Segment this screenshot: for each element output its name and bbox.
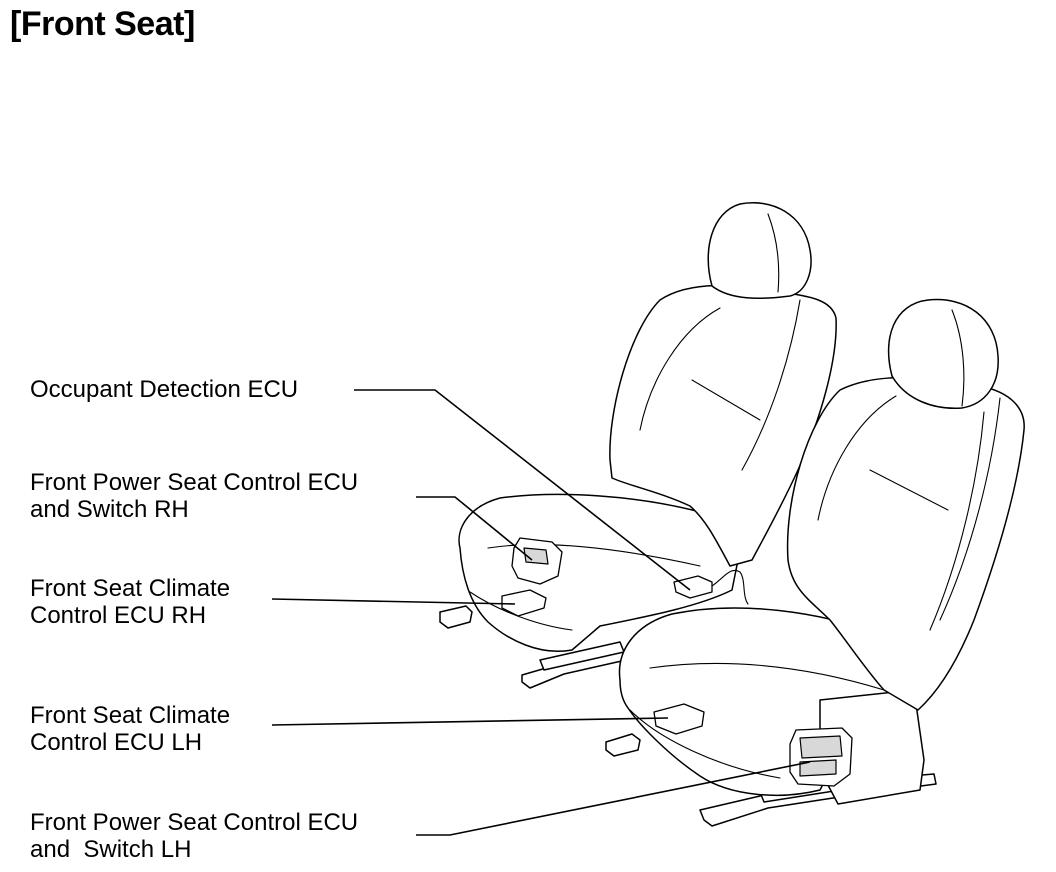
headrest-seam-rh: [767, 213, 780, 293]
cushion-edge-rh: [469, 591, 573, 631]
backrest-seam-rh-1: [639, 307, 721, 431]
leader-occupant-detection-ecu: [354, 389, 691, 591]
label-power-seat-ecu-rh-line2: and Switch RH: [30, 496, 189, 523]
cushion-seam-lh: [649, 662, 885, 691]
seat-lh: [605, 298, 1025, 827]
climate-ecu-rh-part: [501, 589, 547, 617]
cushion-seam-rh: [487, 544, 701, 567]
label-occupant-detection-ecu: Occupant Detection ECU: [30, 376, 299, 403]
label-climate-ecu-lh-line1: Front Seat Climate: [30, 702, 231, 729]
backrest-lh: [786, 376, 1025, 711]
label-climate-ecu-rh-line2: Control ECU RH: [30, 602, 207, 629]
seat-rail-lh-front: [605, 733, 641, 757]
occupant-detection-harness: [711, 569, 749, 605]
power-seat-switch-rh: [523, 547, 549, 565]
seat-rh: [439, 202, 837, 689]
leader-climate-ecu-lh: [271, 717, 669, 726]
backrest-bolster-lh: [939, 397, 1001, 621]
leader-power-seat-ecu-rh: [416, 496, 533, 561]
label-power-seat-ecu-lh-line2: and Switch LH: [30, 836, 192, 863]
seat-rail-rh-front: [439, 605, 473, 629]
power-seat-switch-lh-lower: [799, 759, 837, 777]
label-power-seat-ecu-rh-line1: Front Power Seat Control ECU: [30, 469, 359, 496]
backrest-bolster-rh: [741, 299, 801, 471]
backrest-rh: [609, 284, 837, 567]
leader-power-seat-ecu-lh: [416, 761, 811, 836]
backrest-seam-lh-1: [817, 395, 897, 521]
backrest-bolster-lh-2: [929, 411, 985, 631]
label-power-seat-ecu-lh-line1: Front Power Seat Control ECU: [30, 809, 359, 836]
diagram-title: [Front Seat]: [10, 5, 195, 43]
headrest-seam-lh: [951, 309, 965, 407]
label-climate-ecu-lh-line2: Control ECU LH: [30, 729, 203, 756]
backrest-seam-lh-2: [869, 469, 949, 511]
backrest-seam-rh-2: [691, 379, 761, 421]
leader-climate-ecu-rh: [271, 598, 516, 605]
headrest-lh: [887, 298, 999, 409]
climate-ecu-lh-part: [653, 703, 705, 735]
occupant-detection-ecu-part: [673, 575, 713, 599]
cushion-edge-lh: [629, 709, 781, 779]
headrest-rh: [707, 202, 812, 299]
label-climate-ecu-rh-line1: Front Seat Climate: [30, 575, 231, 602]
leader-lines: [271, 389, 811, 836]
power-seat-switch-lh: [799, 735, 843, 759]
